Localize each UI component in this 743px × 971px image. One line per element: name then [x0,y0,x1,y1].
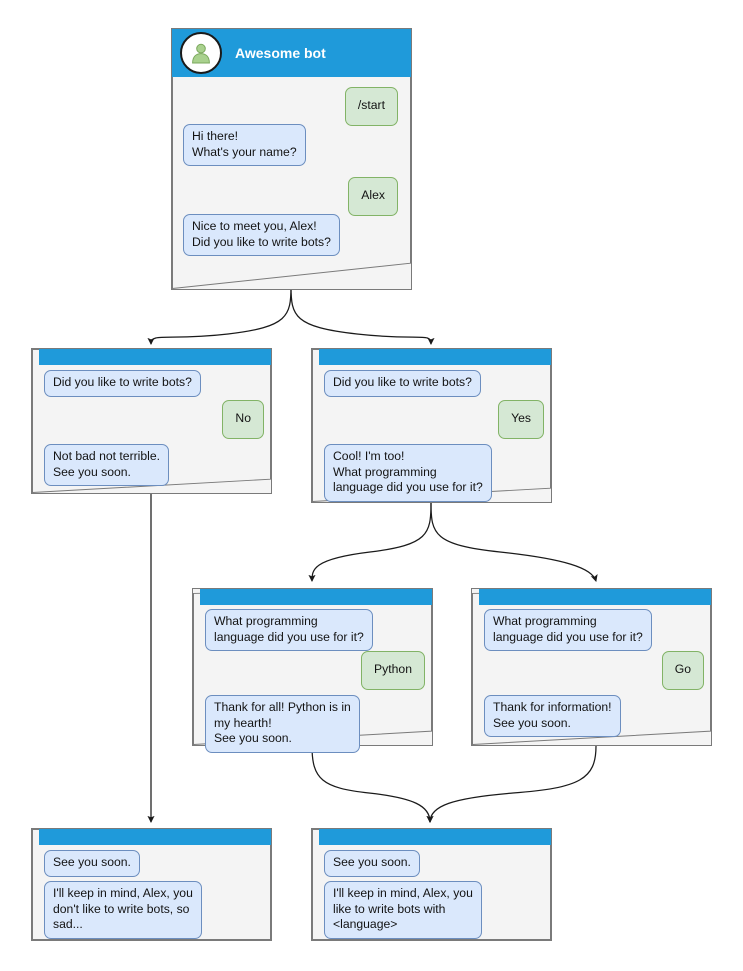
edge-go-to-end-happy [426,745,597,823]
node-header-bar [39,829,271,845]
message-list: What programming language did you use fo… [201,605,431,753]
bot-message-bubble[interactable]: Did you like to write bots? [324,370,481,397]
user-message-bubble[interactable]: Yes [498,400,544,439]
answer-no-node[interactable]: Did you like to write bots? No Not bad n… [31,348,272,494]
bot-message-bubble[interactable]: What programming language did you use fo… [205,609,373,651]
edge-root-to-yes [290,285,435,345]
bot-header-bar: Awesome bot [172,29,411,77]
bot-message-bubble[interactable]: Hi there! What's your name? [183,124,306,166]
message-list: What programming language did you use fo… [480,605,710,744]
user-message-bubble[interactable]: No [222,400,264,439]
answer-go-node[interactable]: What programming language did you use fo… [471,588,712,746]
bot-message-bubble[interactable]: I'll keep in mind, Alex, you like to wri… [324,881,482,939]
node-header-bar [479,589,711,605]
message-list: /start Hi there! What's your name? Alex … [173,77,410,288]
edge-root-to-no [147,285,292,345]
bot-message-bubble[interactable]: Nice to meet you, Alex! Did you like to … [183,214,340,256]
bot-message-bubble[interactable]: Thank for all! Python is in my hearth! S… [205,695,360,753]
message-list: Did you like to write bots? No Not bad n… [40,365,270,492]
node-header-bar [319,829,551,845]
node-header-bar [319,349,551,365]
answer-python-node[interactable]: What programming language did you use fo… [192,588,433,753]
message-list: See you soon. I'll keep in mind, Alex, y… [320,845,550,939]
start-node[interactable]: Awesome bot /start Hi there! What's your… [171,28,412,290]
bot-message-bubble[interactable]: See you soon. [324,850,420,877]
end-happy-node[interactable]: See you soon. I'll keep in mind, Alex, y… [311,828,552,941]
person-avatar-icon [180,32,222,74]
edge-yes-to-python [308,502,432,583]
bot-message-bubble[interactable]: Not bad not terrible. See you soon. [44,444,170,486]
edge-yes-to-go [430,502,598,582]
user-message-bubble[interactable]: Go [661,651,704,690]
bot-message-bubble[interactable]: I'll keep in mind, Alex, you don't like … [44,881,202,939]
bot-message-bubble[interactable]: Did you like to write bots? [44,370,201,397]
bot-message-bubble[interactable]: See you soon. [44,850,140,877]
bot-title: Awesome bot [235,45,326,61]
user-message-bubble[interactable]: Python [361,651,425,690]
bot-message-bubble[interactable]: Cool! I'm too! What programming language… [324,444,492,502]
bot-message-bubble[interactable]: What programming language did you use fo… [484,609,652,651]
user-message-bubble[interactable]: /start [344,87,398,126]
node-header-bar [200,589,432,605]
answer-yes-node[interactable]: Did you like to write bots? Yes Cool! I'… [311,348,552,503]
bot-message-bubble[interactable]: Thank for information! See you soon. [484,695,621,737]
message-list: Did you like to write bots? Yes Cool! I'… [320,365,550,502]
user-message-bubble[interactable]: Alex [348,177,398,216]
end-sad-node[interactable]: See you soon. I'll keep in mind, Alex, y… [31,828,272,941]
node-header-bar [39,349,271,365]
message-list: See you soon. I'll keep in mind, Alex, y… [40,845,270,939]
edge-python-to-end-happy [311,745,434,823]
